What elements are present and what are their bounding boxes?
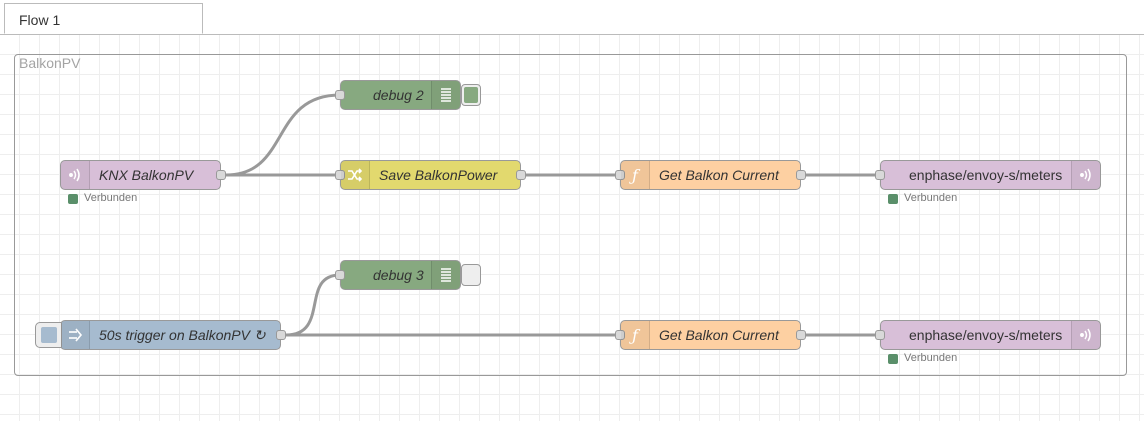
inject-button[interactable] — [35, 322, 62, 348]
output-port[interactable] — [216, 170, 226, 180]
node-label: KNX BalkonPV — [99, 167, 194, 183]
node-label: 50s trigger on BalkonPV ↻ — [99, 327, 266, 343]
input-port[interactable] — [335, 170, 345, 180]
node-status-knx: Verbunden — [68, 192, 137, 204]
output-port[interactable] — [796, 170, 806, 180]
workspace-tabbar: Flow 1 — [0, 0, 1144, 35]
output-port[interactable] — [276, 330, 286, 340]
node-get-balkon-current-2[interactable]: ƒ Get Balkon Current — [615, 320, 806, 350]
arrow-right-icon — [61, 321, 90, 349]
node-mqtt-out-2[interactable]: enphase/envoy-s/meters — [875, 320, 1101, 350]
node-status-mqtt2: Verbunden — [888, 352, 957, 364]
status-text: Verbunden — [904, 192, 958, 204]
output-port[interactable] — [796, 330, 806, 340]
node-label: debug 2 — [373, 87, 424, 103]
input-port[interactable] — [615, 330, 625, 340]
node-debug-3[interactable]: debug 3 — [335, 260, 481, 290]
wifi-waves-icon — [1071, 161, 1100, 189]
tab-flow-1[interactable]: Flow 1 — [4, 3, 203, 34]
status-text: Verbunden — [84, 192, 138, 204]
output-port[interactable] — [516, 170, 526, 180]
input-port[interactable] — [875, 170, 885, 180]
function-icon: ƒ — [621, 321, 650, 349]
input-port[interactable] — [335, 90, 345, 100]
function-icon: ƒ — [621, 161, 650, 189]
list-icon — [431, 81, 460, 109]
status-dot-icon — [888, 353, 898, 364]
node-inject-trigger[interactable]: 50s trigger on BalkonPV ↻ — [35, 320, 286, 350]
node-mqtt-out-1[interactable]: enphase/envoy-s/meters — [875, 160, 1101, 190]
debug-toggle-button[interactable] — [461, 84, 481, 106]
status-dot-icon — [68, 193, 78, 204]
node-knx-balkonpv[interactable]: KNX BalkonPV — [60, 160, 226, 190]
node-save-balkonpower[interactable]: Save BalkonPower — [335, 160, 526, 190]
group-label: BalkonPV — [19, 55, 81, 71]
status-dot-icon — [888, 193, 898, 204]
group-balkonpv[interactable] — [14, 54, 1127, 376]
tab-label: Flow 1 — [19, 12, 61, 28]
status-text: Verbunden — [904, 352, 958, 364]
shuffle-icon — [341, 161, 370, 189]
input-port[interactable] — [875, 330, 885, 340]
node-label: debug 3 — [373, 267, 424, 283]
wifi-waves-icon — [1071, 321, 1100, 349]
input-port[interactable] — [335, 270, 345, 280]
debug-toggle-button[interactable] — [461, 264, 481, 286]
node-debug-2[interactable]: debug 2 — [335, 80, 481, 110]
node-label: Get Balkon Current — [659, 167, 779, 183]
wifi-waves-icon — [61, 161, 90, 189]
node-get-balkon-current-1[interactable]: ƒ Get Balkon Current — [615, 160, 806, 190]
node-label: Get Balkon Current — [659, 327, 779, 343]
flow-canvas[interactable] — [0, 35, 1144, 421]
node-status-mqtt1: Verbunden — [888, 192, 957, 204]
node-label: Save BalkonPower — [379, 167, 498, 183]
node-label: enphase/envoy-s/meters — [909, 167, 1063, 183]
input-port[interactable] — [615, 170, 625, 180]
node-label: enphase/envoy-s/meters — [909, 327, 1063, 343]
list-icon — [431, 261, 460, 289]
